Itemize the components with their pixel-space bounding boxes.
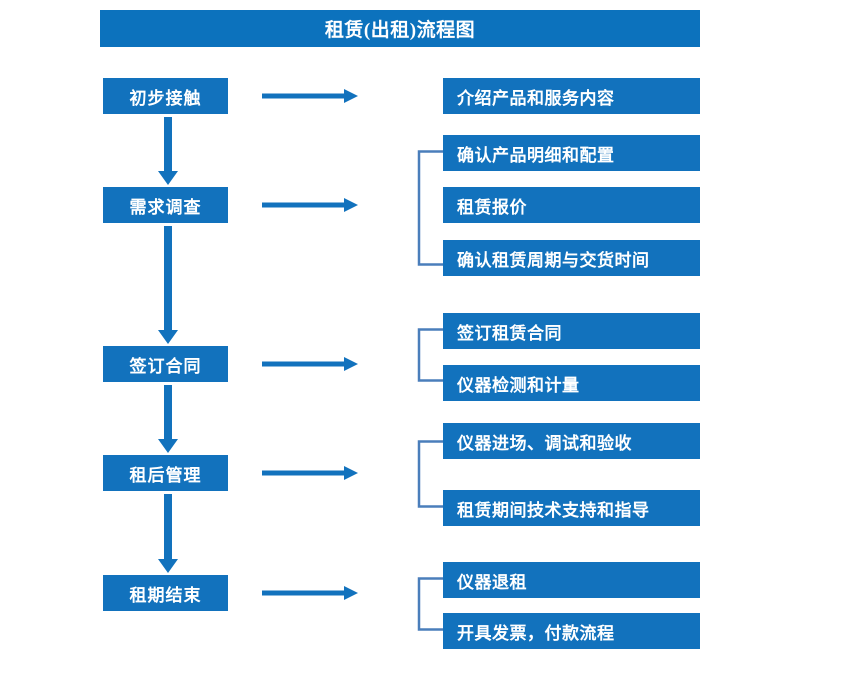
stage-box-5[interactable]: 租期结束 <box>103 575 228 611</box>
arrow-right-icon-1 <box>262 88 358 104</box>
detail-box-4[interactable]: 确认租赁周期与交货时间 <box>443 240 700 276</box>
stage-box-2[interactable]: 需求调查 <box>103 187 228 223</box>
detail-box-9[interactable]: 仪器退租 <box>443 562 700 598</box>
stage-box-4[interactable]: 租后管理 <box>103 455 228 491</box>
detail-box-10[interactable]: 开具发票，付款流程 <box>443 613 700 649</box>
detail-box-8[interactable]: 租赁期间技术支持和指导 <box>443 490 700 526</box>
arrow-down-icon-1 <box>158 117 178 185</box>
detail-box-7[interactable]: 仪器进场、调试和验收 <box>443 423 700 459</box>
detail-box-5[interactable]: 签订租赁合同 <box>443 313 700 349</box>
arrow-right-icon-2 <box>262 197 358 213</box>
bracket-icon-4 <box>417 577 443 631</box>
stage-box-1[interactable]: 初步接触 <box>103 78 228 114</box>
detail-box-3[interactable]: 租赁报价 <box>443 187 700 223</box>
arrow-right-icon-3 <box>262 356 358 372</box>
arrow-down-icon-2 <box>158 226 178 344</box>
stage-box-3[interactable]: 签订合同 <box>103 346 228 382</box>
detail-box-2[interactable]: 确认产品明细和配置 <box>443 135 700 171</box>
arrow-down-icon-4 <box>158 494 178 573</box>
detail-box-1[interactable]: 介绍产品和服务内容 <box>443 78 700 114</box>
arrow-right-icon-4 <box>262 465 358 481</box>
bracket-icon-3 <box>417 440 443 508</box>
detail-box-6[interactable]: 仪器检测和计量 <box>443 365 700 401</box>
bracket-icon-1 <box>417 150 443 266</box>
arrow-down-icon-3 <box>158 385 178 453</box>
chart-title: 租赁(出租)流程图 <box>100 10 700 47</box>
bracket-icon-2 <box>417 328 443 382</box>
arrow-right-icon-5 <box>262 585 358 601</box>
